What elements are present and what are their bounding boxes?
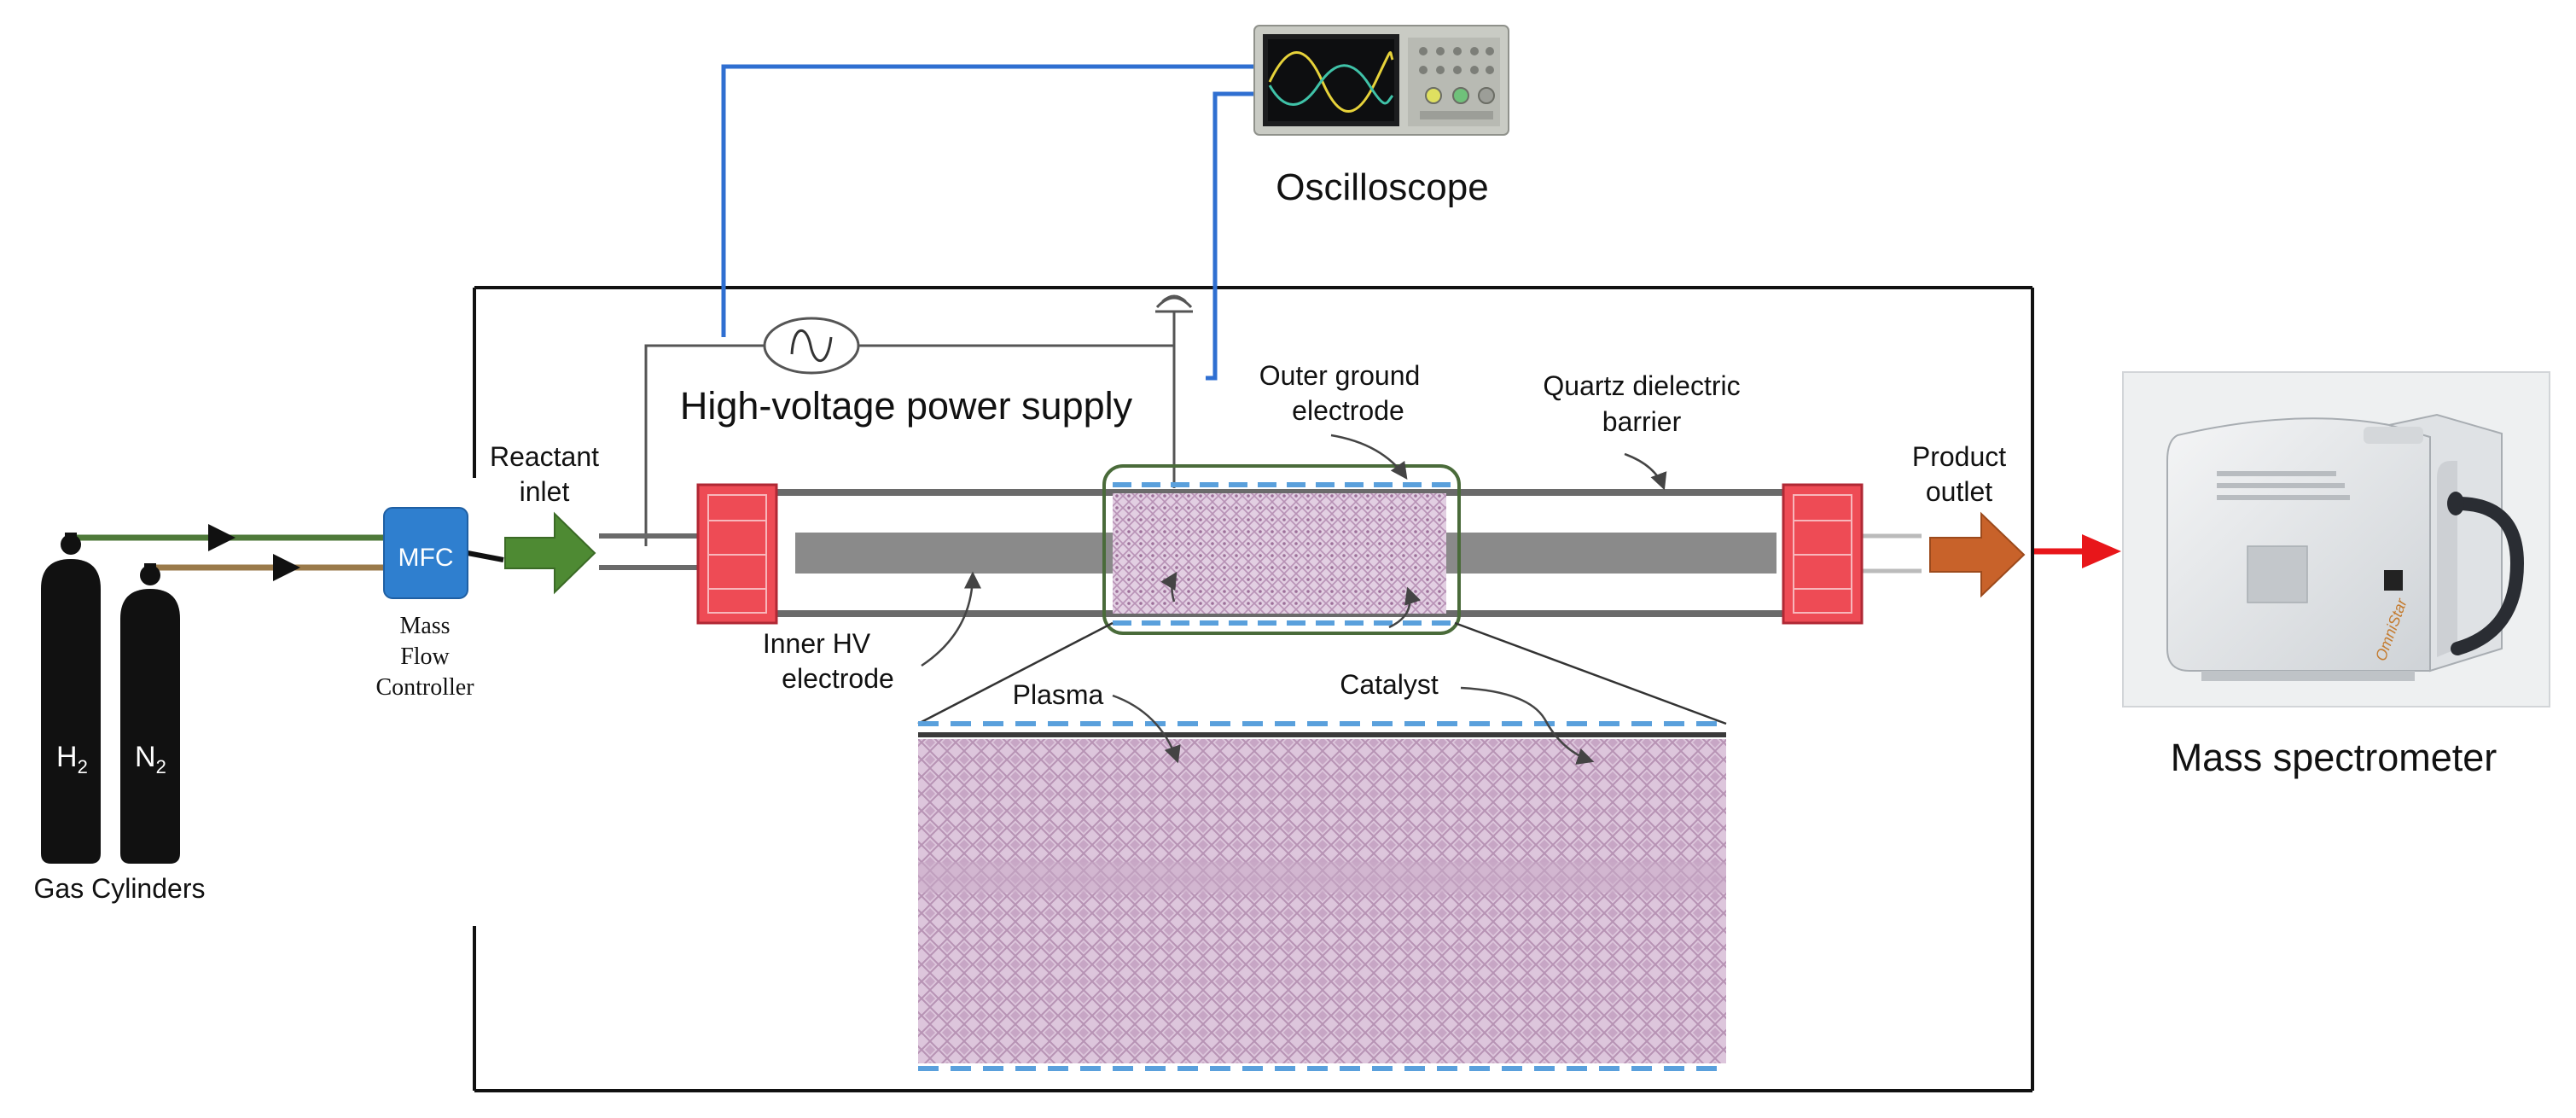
- power-supply-label: High-voltage power supply: [680, 384, 1133, 428]
- mfc-caption-line-1: Mass: [399, 613, 450, 639]
- product-outlet-arrow: [1929, 511, 2026, 598]
- mfc-box: [383, 507, 468, 599]
- gas-lines: [70, 524, 504, 581]
- quartz-barrier-label-line-1: Quartz dielectric: [1543, 370, 1740, 401]
- oscilloscope-label: Oscilloscope: [1276, 166, 1488, 208]
- mass-spectrometer-arrow: [2034, 534, 2121, 568]
- catalyst-label: Catalyst: [1340, 669, 1439, 700]
- reactant-inlet-label-line-1: Reactant: [490, 441, 599, 472]
- h2-label-main: H: [56, 741, 78, 773]
- inner-electrode-leader: [921, 571, 981, 667]
- mfc-caption-line-3: Controller: [375, 674, 474, 701]
- n2-label: N2: [135, 741, 166, 777]
- product-outlet-label-line-1: Product: [1912, 441, 2006, 472]
- plasma-catalyst-zone: [1113, 493, 1446, 614]
- inner-electrode-label-line-2: electrode: [782, 663, 894, 694]
- n2-label-subscript: 2: [156, 756, 166, 777]
- catalyst-small-leader: [1388, 586, 1422, 629]
- outer-electrode-leader: [1330, 434, 1408, 480]
- reactant-inlet-label-line-2: inlet: [520, 476, 570, 507]
- mass-spectrometer: OmniStar: [2122, 371, 2550, 707]
- quartz-barrier-label-line-2: barrier: [1602, 406, 1682, 437]
- oscilloscope-wires: [721, 64, 1259, 381]
- mfc-box-label: MFC: [398, 544, 454, 572]
- quartz-barrier-leader: [1624, 452, 1667, 491]
- reactant-inlet-arrow: [504, 511, 596, 595]
- plasma-label: Plasma: [1013, 679, 1104, 710]
- plasma-leader: [1112, 694, 1181, 764]
- mfc-caption-line-2: Flow: [400, 643, 450, 670]
- catalyst-leader: [1460, 686, 1595, 765]
- reactor-enclosure: [473, 286, 2034, 1092]
- outer-electrode-label-line-2: electrode: [1292, 395, 1404, 426]
- inlet-flange: [696, 483, 778, 625]
- mass-spectrometer-label: Mass spectrometer: [2171, 736, 2497, 779]
- h2-label-subscript: 2: [78, 756, 88, 777]
- ac-source-icon: [763, 317, 860, 375]
- outlet-pipe: [1860, 533, 1922, 574]
- oscilloscope: [1253, 25, 1509, 136]
- outer-electrode-label-line-1: Outer ground: [1259, 360, 1421, 391]
- n2-label-main: N: [135, 741, 156, 773]
- product-outlet-label-line-2: outlet: [1926, 476, 1992, 507]
- power-supply-circuit: [644, 294, 1193, 546]
- zoom-highlight-box: [1102, 464, 1461, 635]
- h2-label: H2: [56, 741, 88, 777]
- outlet-flange: [1782, 483, 1864, 625]
- zoom-lines: [917, 621, 1727, 725]
- zoomed-plasma-view: [918, 721, 1726, 1071]
- gas-cylinders-label: Gas Cylinders: [34, 873, 206, 904]
- n2-cylinder: [120, 563, 180, 864]
- h2-cylinder: [41, 533, 101, 864]
- plasma-small-leader: [1160, 571, 1178, 603]
- inner-electrode-label-line-1: Inner HV: [763, 628, 871, 659]
